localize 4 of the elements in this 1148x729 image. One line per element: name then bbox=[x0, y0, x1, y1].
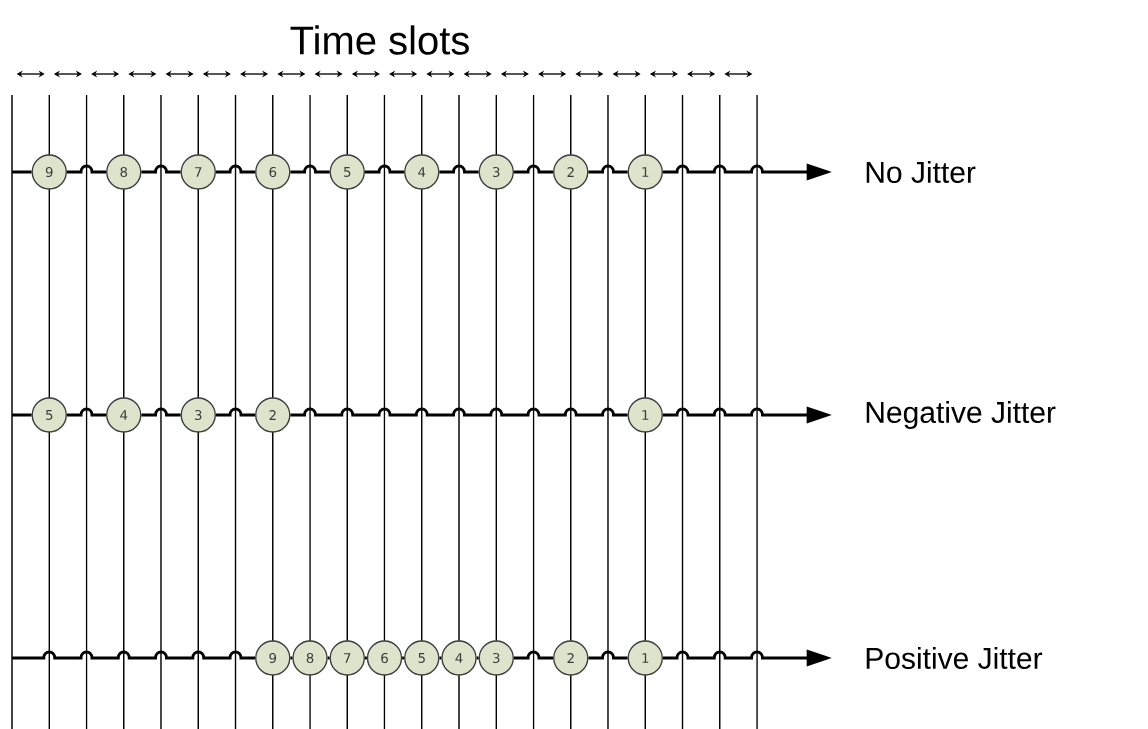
row-label: No Jitter bbox=[866, 161, 976, 183]
title: Time slots bbox=[290, 25, 469, 55]
row-label: Positive Jitter bbox=[866, 647, 1043, 670]
row-label: Negative Jitter bbox=[866, 401, 1056, 429]
